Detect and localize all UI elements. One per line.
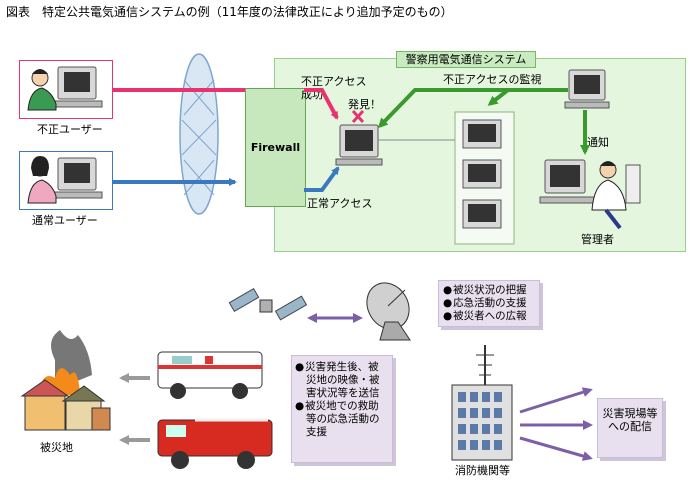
transmission-item: 被災地での救助等の応急活動の支援	[305, 400, 388, 439]
fire-truck-icon	[157, 418, 273, 469]
alert-x-icon	[351, 109, 365, 124]
illegal-user-label: 不正ユーザー	[37, 123, 103, 136]
fire-dept-building-icon	[451, 345, 513, 461]
ambulance-icon	[157, 351, 263, 399]
fire-dept-label: 消防機関等	[455, 464, 510, 477]
discovered-label: 発見！	[348, 98, 381, 111]
transmission-item: 災害発生後、被災地の映像・被害状況等を送信	[305, 361, 388, 400]
disaster-info-box: 被災状況の把握 応急活動の支援 被災者への広報	[438, 280, 540, 327]
monitor-computer-icon	[564, 69, 610, 109]
normal-user-icon	[27, 156, 103, 204]
burning-houses-icon	[20, 330, 111, 431]
server-computer-icon	[335, 124, 383, 166]
dish-antenna-icon	[366, 282, 411, 341]
police-system-title: 警察用電気通信システム	[396, 51, 536, 68]
firewall-block: Firewall	[245, 88, 306, 207]
normal-user-label: 通常ユーザー	[32, 214, 98, 227]
transmission-box: 災害発生後、被災地の映像・被害状況等を送信 被災地での救助等の応急活動の支援	[291, 355, 393, 463]
figure-title: 図表 特定公共電気通信システムの例（11年度の法律改正により追加予定のもの）	[6, 5, 453, 19]
normal-access-label: 正常アクセス	[307, 197, 373, 210]
administrator-icon	[539, 159, 641, 230]
admin-label: 管理者	[581, 233, 614, 246]
server-rack-icon	[462, 119, 502, 229]
disaster-info-item: 被災状況の把握	[443, 284, 535, 297]
illegal-user-icon	[27, 66, 103, 111]
disaster-info-item: 被災者への広報	[443, 310, 535, 323]
notify-label: 通知	[587, 136, 609, 149]
disaster-info-item: 応急活動の支援	[443, 297, 535, 310]
satellite-icon	[228, 287, 308, 321]
internet-cloud-icon	[179, 53, 219, 215]
disaster-area-label: 被災地	[40, 441, 73, 454]
disaster-scene-box: 災害現場等 への配信	[597, 398, 663, 458]
monitoring-label: 不正アクセスの監視	[443, 73, 542, 86]
